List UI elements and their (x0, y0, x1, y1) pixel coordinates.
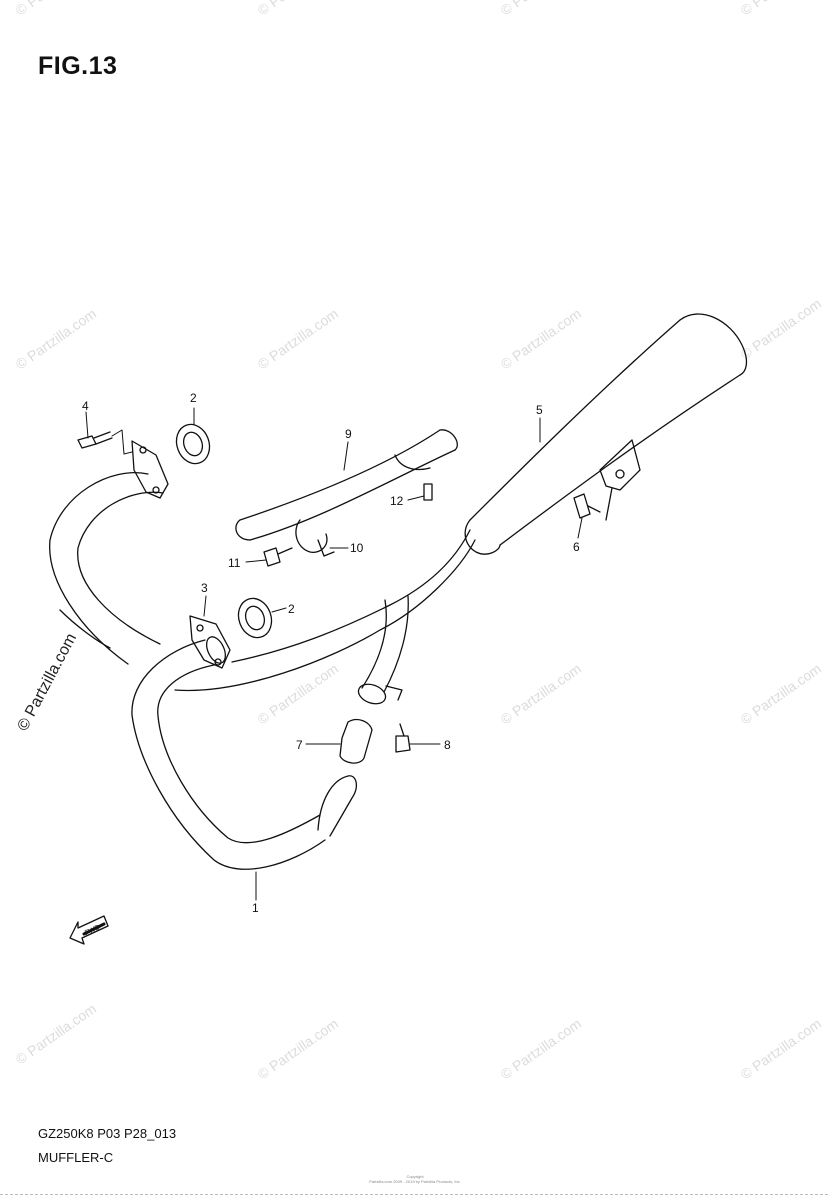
watermark: © Partzilla.com (255, 305, 341, 372)
watermark: © Partzilla.com (738, 1015, 824, 1082)
bottom-divider (0, 1194, 828, 1195)
watermark: © Partzilla.com (255, 1015, 341, 1082)
front-flange (189, 615, 231, 669)
bolt-12 (423, 483, 433, 501)
side-watermark: © Partzilla.com (15, 631, 81, 734)
rear-flange (131, 440, 169, 499)
front-exhaust-pipe (131, 529, 476, 870)
bolt-11 (263, 547, 293, 567)
callout-4: 4 (82, 399, 89, 413)
pipe-joint (317, 775, 358, 837)
watermark: © Partzilla.com (255, 0, 341, 18)
watermark: © Partzilla.com (498, 0, 584, 18)
bolt-4 (77, 431, 113, 449)
watermark-layer: © Partzilla.com © Partzilla.com © Partzi… (13, 0, 824, 1082)
sleeve-7 (339, 718, 373, 764)
watermark: © Partzilla.com (498, 305, 584, 372)
callout-2: 2 (190, 391, 197, 405)
watermark: © Partzilla.com (13, 0, 99, 18)
copyright-line: Partzilla.com 2009 - 2019 by Partzilla P… (369, 1179, 461, 1184)
diagram-name: MUFFLER-C (38, 1150, 114, 1165)
callout-3: 3 (201, 581, 208, 595)
watermark: © Partzilla.com (738, 660, 824, 727)
watermark: © Partzilla.com (498, 1015, 584, 1082)
rear-exhaust-pipe (49, 472, 164, 665)
watermark: © Partzilla.com (738, 0, 824, 18)
callout-2: 2 (288, 602, 295, 616)
callout-6: 6 (573, 540, 580, 554)
fwd-arrow-icon (69, 915, 109, 945)
clamp-10 (295, 519, 335, 557)
callout-10: 10 (350, 541, 364, 555)
callout-11: 11 (228, 556, 241, 570)
heat-shield (235, 429, 458, 541)
figure-title: FIG.13 (38, 52, 118, 80)
watermark: © Partzilla.com (13, 1000, 99, 1067)
callout-12: 12 (390, 494, 404, 508)
bolt-8 (395, 723, 411, 753)
callout-7: 7 (296, 738, 303, 752)
watermark: © Partzilla.com (255, 660, 341, 727)
callout-5: 5 (536, 403, 543, 417)
copyright-line: Copyright (406, 1174, 424, 1179)
diagram-code: GZ250K8 P03 P28_013 (38, 1126, 177, 1141)
watermark: © Partzilla.com (13, 305, 99, 372)
watermark: © Partzilla.com (498, 660, 584, 727)
callout-1: 1 (252, 901, 259, 915)
callout-8: 8 (444, 738, 451, 752)
muffler (464, 313, 748, 555)
gasket-2-upper (175, 423, 211, 465)
watermark: © Partzilla.com (738, 295, 824, 362)
gasket-2-lower (237, 597, 273, 639)
bolt-6 (573, 493, 601, 519)
connector-hose (357, 595, 409, 705)
callout-9: 9 (345, 427, 352, 441)
copyright-notice: Copyright Partzilla.com 2009 - 2019 by P… (330, 1174, 500, 1184)
